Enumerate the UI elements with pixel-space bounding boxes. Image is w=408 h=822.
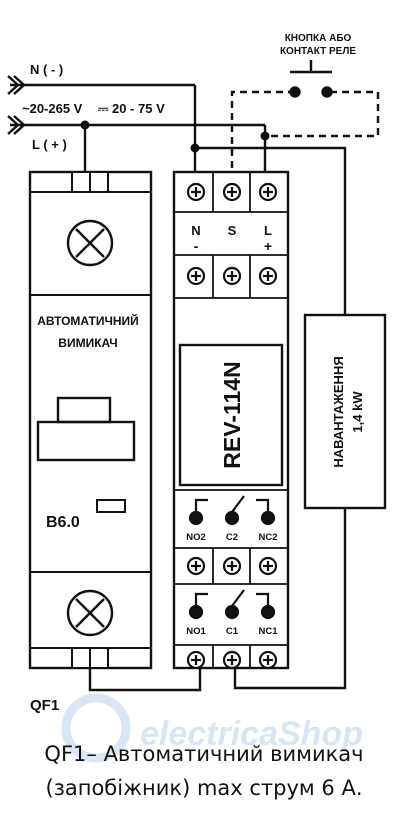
neutral-to-load-wire [195,146,347,315]
breaker-to-no1-wire [88,662,202,692]
terminal-label-s: S [228,223,237,238]
watermark: electricaShop [61,693,363,763]
terminal-screw-icon [186,556,206,576]
relay-contact-1-icon [188,589,276,620]
contact-label-c1: C1 [226,626,239,637]
breaker-window-icon [96,499,126,513]
junction-dot [80,120,90,130]
terminal-screw-icon [258,182,278,202]
breaker-bottom-screw-icon [66,589,114,637]
contact-label-no2: NO2 [186,532,206,543]
terminal-screw-icon [222,182,242,202]
contact-label-c2: C2 [226,532,238,543]
dc-voltage-label: ⎓ 20 - 75 V [98,101,165,116]
terminal-screw-icon [222,556,242,576]
terminal-polarity-n: - [194,238,199,254]
load-label: НАВАНТАЖЕННЯ [331,356,346,467]
push-button-icon [289,60,333,98]
terminal-screw-icon [222,650,242,670]
relay-display [178,343,284,487]
button-dashed-wire-left [230,90,290,192]
button-dashed-wire-right [265,90,380,138]
breaker-designation: QF1 [30,697,59,714]
breaker-rating: B6.0 [46,514,80,531]
live-label: L ( + ) [32,137,67,152]
breaker-title-line1: АВТОМАТИЧНИЙ [37,313,139,328]
load-return-wire [233,508,347,690]
breaker-top-screw-icon [66,219,114,267]
contact-label-nc2: NC2 [258,532,277,543]
terminal-screw-icon [258,266,278,286]
relay-module [172,170,290,670]
junction-dot [260,131,270,141]
terminal-screw-icon [186,650,206,670]
voltage-label: ~20-265 V [22,101,83,116]
neutral-label: N ( - ) [30,62,63,77]
button-label-line1: КНОПКА АБО [285,33,352,44]
junction-dot [190,143,200,153]
button-label-line2: КОНТАКТ РЕЛЕ [280,46,356,57]
relay-contact-2-icon [188,495,276,526]
terminal-screw-icon [186,182,206,202]
terminal-polarity-l: + [264,238,272,254]
load-box [303,313,387,510]
breaker-title-line2: ВИМИКАЧ [58,336,117,350]
load-power: 1,4 kW [350,391,365,433]
contact-label-no1: NO1 [186,626,206,637]
watermark-text: electricaShop [140,715,363,753]
terminal-screw-icon [258,650,278,670]
terminal-label-l: L [264,223,272,238]
terminal-label-n: N [191,223,200,238]
terminal-screw-icon [258,556,278,576]
watermark-logo-icon [61,693,131,763]
contact-label-nc1: NC1 [258,626,278,637]
relay-model: REV-114N [219,361,245,468]
caption-line1: QF1– Автоматичний вимикач [44,742,364,766]
caption-line2: (запобіжник) max струм 6 А. [45,776,363,800]
terminal-screw-icon [222,266,242,286]
terminal-screw-icon [186,266,206,286]
circuit-breaker [28,170,153,670]
breaker-toggle-icon [36,396,136,462]
